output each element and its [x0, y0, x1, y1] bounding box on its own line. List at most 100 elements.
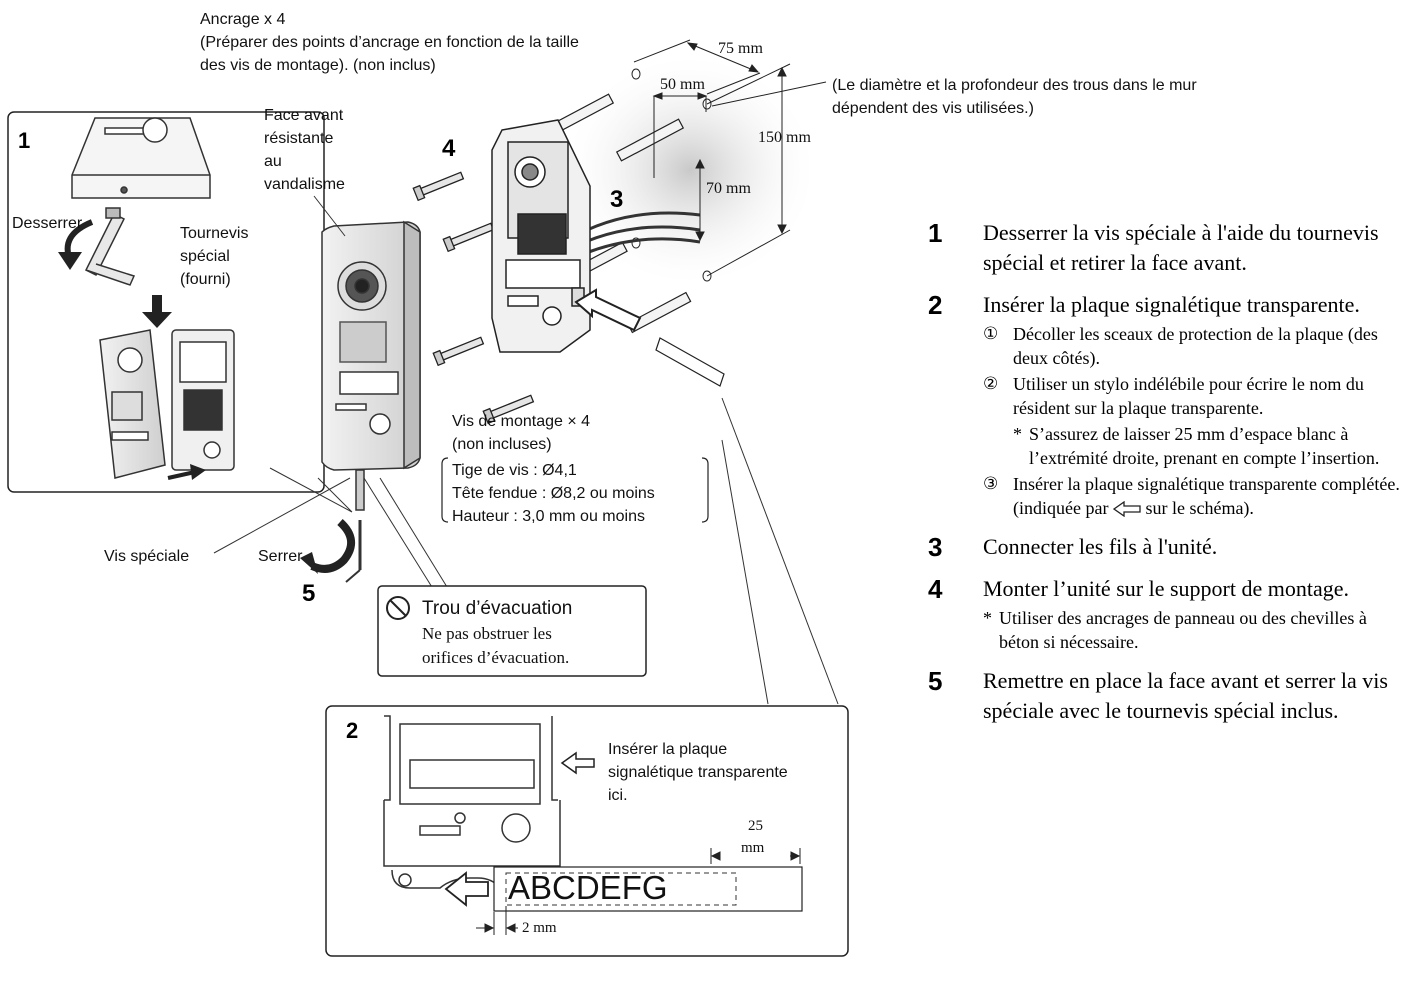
insert-arrow-icon — [1112, 501, 1141, 517]
step-text: Connecter les fils à l'unité. — [983, 534, 1218, 559]
anchor-label: Ancrage x 4 — [200, 11, 286, 28]
nameplate-text-area — [505, 872, 737, 906]
note-star: * — [1013, 424, 1022, 444]
mount-screws-note: (non incluses) — [452, 436, 552, 453]
step1-cover-top — [71, 117, 211, 199]
drain-warning-box — [377, 585, 647, 677]
dim-75-label: 75 mm — [718, 40, 763, 57]
dim-50-label: 50 mm — [660, 76, 705, 93]
step-number: 2 — [928, 290, 943, 320]
screwdriver-label-3: (fourni) — [180, 271, 231, 288]
marker-step-3: 3 — [610, 186, 624, 213]
drain-text-2: orifices d’évacuation. — [422, 648, 570, 667]
spec-bracket-right — [701, 457, 709, 523]
step-number: 5 — [928, 666, 943, 696]
front-plate-label-1: Face avant — [264, 107, 344, 124]
substep-marker: ① — [983, 324, 999, 343]
big-insert-arrow — [574, 288, 642, 332]
step-text: Desserrer la vis spéciale à l'aide du to… — [983, 220, 1379, 275]
note-text: Utiliser des ancrages de panneau ou des … — [999, 608, 1367, 652]
insert-label-2: signalétique transparente — [608, 764, 788, 781]
step-number: 1 — [928, 218, 943, 248]
insert-arrow-icon — [560, 751, 595, 775]
dim-70-label: 70 mm — [706, 180, 751, 197]
instruction-step-2: 2 Insérer la plaque signalétique transpa… — [928, 290, 1408, 520]
substep-text: Décoller les sceaux de protection de la … — [1013, 324, 1378, 368]
nameplate-insert-arrow — [444, 871, 489, 907]
step2-unit — [383, 715, 561, 889]
tighten-label: Serrer — [258, 548, 303, 565]
instruction-list: 1 Desserrer la vis spéciale à l'aide du … — [928, 218, 1408, 738]
step-number: 4 — [928, 574, 943, 604]
front-plate-label-3: au — [264, 153, 282, 170]
dim-lines-main — [633, 39, 827, 277]
substep-text-2b: sur le schéma). — [1145, 498, 1254, 518]
dim-2-label: 2 mm — [522, 920, 557, 936]
substep-2: ② Utiliser un stylo indélébile pour écri… — [983, 372, 1408, 470]
substep-marker: ③ — [983, 474, 999, 493]
nameplate-strip — [655, 337, 725, 387]
mounting-screws — [412, 171, 535, 425]
hex-key-icon — [84, 207, 136, 286]
nameplate-sample-text: ABCDEFG — [508, 869, 668, 906]
wall-shading — [570, 60, 810, 280]
down-arrow — [142, 295, 172, 328]
anchor-label-line2: (Préparer des points d’ancrage en foncti… — [200, 34, 579, 51]
drain-text-1: Ne pas obstruer les — [422, 624, 552, 643]
loosen-label: Desserrer — [12, 215, 83, 232]
marker-step-1: 1 — [18, 128, 31, 153]
substep-text-2a: (indiquée par — [1013, 498, 1109, 518]
special-screw-icon — [355, 469, 365, 511]
instruction-step-1: 1 Desserrer la vis spéciale à l'aide du … — [928, 218, 1408, 278]
screwdriver-label-1: Tournevis — [180, 225, 249, 242]
step-text: Remettre en place la face avant et serre… — [983, 668, 1388, 723]
substep-text: Utiliser un stylo indélébile pour écrire… — [1013, 374, 1364, 418]
instruction-step-4: 4 Monter l’unité sur le support de monta… — [928, 574, 1408, 654]
front-plate — [321, 220, 421, 471]
marker-step-4: 4 — [442, 135, 456, 162]
drain-title: Trou d’évacuation — [422, 598, 573, 619]
spec-bracket-left — [441, 457, 449, 523]
anchor-label-line3: des vis de montage). (non inclus) — [200, 57, 436, 74]
front-plate-label-4: vandalisme — [264, 176, 345, 193]
spec-shank: Tige de vis : Ø4,1 — [452, 462, 577, 479]
step1-front-cover — [99, 329, 166, 479]
hole-note-line2: dépendent des vis utilisées.) — [832, 100, 1034, 117]
prohibited-icon — [386, 596, 410, 620]
hole-note-line1: (Le diamètre et la profondeur des trous … — [832, 77, 1197, 94]
marker-step-5: 5 — [302, 580, 316, 607]
substep-3: ③ Insérer la plaque signalétique transpa… — [983, 472, 1408, 520]
dim-150-label: 150 mm — [758, 129, 811, 146]
dim-25mm — [710, 848, 801, 864]
dim-25-label-top: 25 — [748, 818, 763, 834]
insert-label-1: Insérer la plaque — [608, 741, 728, 758]
step-note: * Utiliser des ancrages de panneau ou de… — [983, 606, 1408, 654]
spec-head: Tête fendue : Ø8,2 ou moins — [452, 485, 655, 502]
step-text: Insérer la plaque signalétique transpare… — [983, 292, 1360, 317]
spec-height: Hauteur : 3,0 mm ou moins — [452, 508, 645, 525]
tighten-arrow — [310, 519, 355, 573]
remove-arrow — [167, 470, 196, 480]
substep-marker: ② — [983, 374, 999, 393]
special-screw-label: Vis spéciale — [104, 548, 190, 565]
dim-2mm — [476, 906, 518, 935]
front-plate-label-2: résistante — [264, 130, 334, 147]
substep-1: ① Décoller les sceaux de protection de l… — [983, 322, 1408, 370]
substep-text: Insérer la plaque signalétique transpare… — [1013, 474, 1400, 494]
marker-step-2: 2 — [346, 718, 359, 743]
main-unit — [491, 119, 591, 353]
step-text: Monter l’unité sur le support de montage… — [983, 576, 1349, 601]
step1-unit — [171, 329, 235, 471]
screwdriver-label-2: spécial — [180, 248, 230, 265]
substep-note: * S’assurez de laisser 25 mm d’espace bl… — [1013, 422, 1408, 470]
insert-label-3: ici. — [608, 787, 628, 804]
note-text: S’assurez de laisser 25 mm d’espace blan… — [1029, 424, 1380, 468]
instruction-step-5: 5 Remettre en place la face avant et ser… — [928, 666, 1408, 726]
mount-screws-label: Vis de montage × 4 — [452, 413, 591, 430]
dim-25-label-bottom: mm — [741, 840, 765, 856]
nameplate — [493, 866, 803, 912]
note-star: * — [983, 608, 992, 628]
step-number: 3 — [928, 532, 943, 562]
